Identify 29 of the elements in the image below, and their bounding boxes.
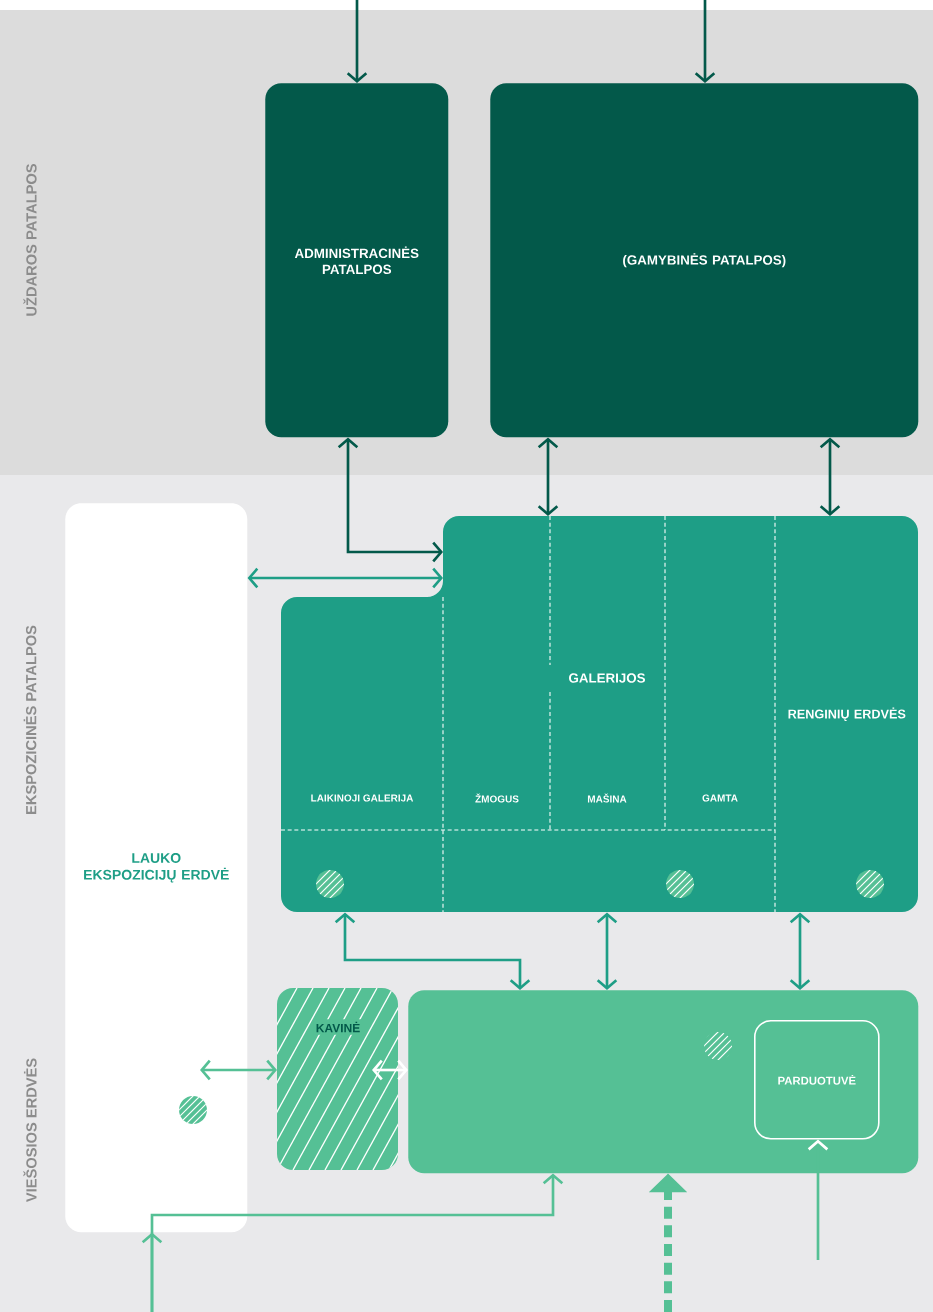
room-box: ADMINISTRACINĖS PATALPOS	[265, 83, 449, 438]
area-label: MAŠINA	[587, 793, 627, 803]
room-box: (GAMYBINĖS PATALPOS)	[490, 83, 919, 438]
area-label: LAIKINOJI GALERIJA	[311, 794, 414, 802]
node-label: RENGINIŲ ERDVĖS	[788, 707, 906, 722]
area-label: ŽMOGUS	[475, 793, 519, 803]
arrow	[337, 437, 443, 563]
arrow	[334, 912, 531, 990]
arrow	[807, 1139, 829, 1260]
arrow	[150, 1173, 564, 1312]
arrow	[247, 567, 443, 589]
arrow	[346, 0, 368, 83]
arrow	[596, 912, 618, 990]
cafe-box: KAVINĖ	[277, 988, 398, 1170]
event-area: RENGINIŲ ERDVĖS	[775, 516, 918, 912]
arrow	[372, 1059, 408, 1081]
band-label: VIEŠOSIOS ERDVĖS	[23, 1058, 37, 1203]
area-label: GAMTA	[702, 794, 738, 802]
arrow	[789, 912, 811, 990]
band-label: UŽDAROS PATALPOS	[23, 164, 37, 316]
arrow	[537, 437, 559, 516]
band-label: EKSPOZICINĖS PATALPOS	[23, 625, 37, 814]
arrow	[200, 1059, 277, 1081]
shop-box: PARDUOTUVĖ	[754, 1020, 880, 1140]
arrow	[694, 0, 716, 83]
node-label: GALERIJOS	[569, 673, 646, 683]
public-area-box	[408, 990, 919, 1174]
arrow	[819, 437, 841, 516]
outdoor-area-box: LAUKO EKSPOZICIJŲ ERDVĖ	[65, 503, 248, 1233]
